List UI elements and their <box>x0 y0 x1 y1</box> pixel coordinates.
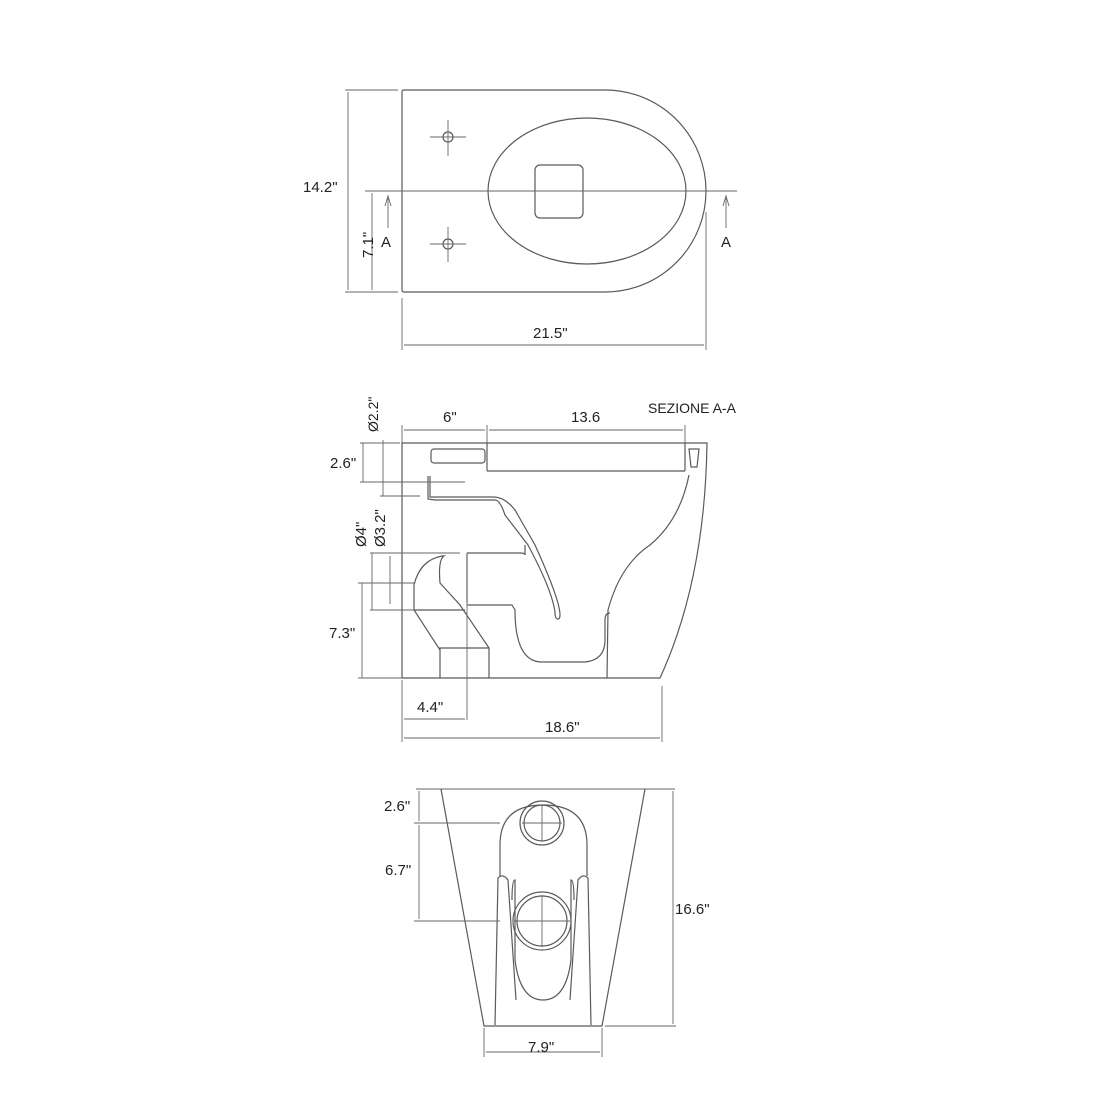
section-label-left: A <box>381 234 391 251</box>
outlet-outer-diameter-dimension: Ø4" <box>353 522 370 547</box>
section-arrow-right <box>722 194 730 228</box>
total-length-dimension: 18.6" <box>545 719 580 736</box>
mounting-hole-top <box>430 120 466 156</box>
section-title: SEZIONE A-A <box>648 400 737 416</box>
top-view: A A 14.2" 7.1" 21.5" <box>303 89 737 350</box>
top-to-inlet-dimension: 2.6" <box>384 798 410 815</box>
outlet-offset-dimension: 4.4" <box>417 699 443 716</box>
rear-inner-slot <box>511 879 575 1001</box>
section-label-right: A <box>721 234 731 251</box>
inlet-to-outlet-dimension: 6.7" <box>385 862 411 879</box>
mounting-hole-bottom <box>430 227 466 262</box>
rear-leg-left <box>494 875 517 1026</box>
inlet-height-dimension: 2.6" <box>330 455 356 472</box>
outlet-circle <box>512 891 572 951</box>
top-view-outline <box>401 89 707 293</box>
outlet-height-dimension: 7.3" <box>329 625 355 642</box>
depth-dimension: 14.2" <box>303 179 338 196</box>
half-depth-dimension: 7.1" <box>360 232 377 258</box>
rear-outline <box>440 788 646 1027</box>
flush-channel <box>430 448 486 464</box>
rear-view: 2.6" 6.7" 16.6" 7.9" <box>384 788 710 1057</box>
drain-square <box>534 164 584 219</box>
inlet-diameter-dimension: Ø2.2" <box>365 397 381 432</box>
outlet-pipe <box>413 555 490 678</box>
width-dimension: 21.5" <box>533 325 568 342</box>
section-view: SEZIONE A-A 6" 13.6 Ø2.2" 2.6" Ø4" Ø3.2"… <box>329 397 737 742</box>
section-arrow-left <box>384 194 392 228</box>
inlet-offset-dimension: 6" <box>443 409 457 426</box>
trap-way <box>427 476 611 663</box>
outlet-inner-diameter-dimension: Ø3.2" <box>372 509 389 547</box>
rim-channel <box>688 448 700 468</box>
rear-leg-right <box>569 875 592 1026</box>
base-width-dimension: 7.9" <box>528 1039 554 1056</box>
inlet-circle <box>519 800 565 846</box>
section-outline <box>401 442 708 679</box>
bowl-length-dimension: 13.6 <box>571 409 600 426</box>
height-dimension: 16.6" <box>675 901 710 918</box>
bowl-inner-wall <box>606 474 690 679</box>
